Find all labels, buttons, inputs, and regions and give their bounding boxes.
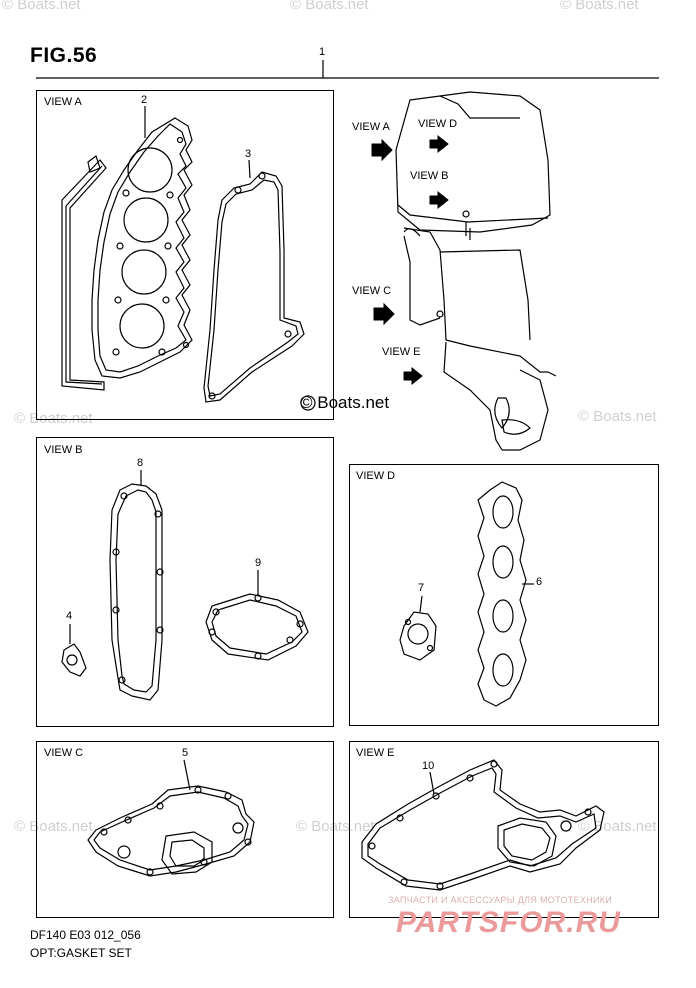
panel-view-a <box>36 90 334 420</box>
panel-view-c <box>36 741 334 918</box>
view-e-label: VIEW E <box>356 747 395 759</box>
callout-view-d: VIEW D <box>418 118 458 130</box>
view-a-label: VIEW A <box>44 96 82 108</box>
gasket-8-drawing <box>109 470 164 701</box>
callout-arrows <box>371 134 449 386</box>
gasket-4-drawing <box>61 624 87 677</box>
gasket-5-drawing <box>87 759 255 877</box>
figure-code: DF140 E03 012_056 <box>30 928 141 942</box>
gasket-9-drawing <box>205 570 309 661</box>
watermark: © Boats.net <box>560 0 639 13</box>
gasket-10-drawing <box>361 759 605 891</box>
assembly-ref-number: 1 <box>319 46 326 58</box>
callout-view-e: VIEW E <box>382 346 421 358</box>
gasket-6-drawing <box>477 481 534 707</box>
panel-view-b <box>36 437 334 727</box>
part-number-3: 3 <box>245 148 252 160</box>
gasket-7-drawing <box>399 595 437 661</box>
part-number-6: 6 <box>536 576 543 588</box>
watermark: © Boats.net <box>14 818 93 835</box>
part-number-9: 9 <box>255 557 262 569</box>
callout-view-a: VIEW A <box>352 121 390 133</box>
view-b-label: VIEW B <box>44 444 83 456</box>
figure-title: FIG.56 <box>30 44 98 67</box>
head-gasket-drawing <box>61 106 193 391</box>
view-d-label: VIEW D <box>356 470 396 482</box>
callout-view-b: VIEW B <box>410 170 449 182</box>
shop-logo: PARTSFOR.RU <box>396 906 621 939</box>
watermark: © Boats.net <box>2 0 81 13</box>
watermark: © Boats.net <box>290 0 369 13</box>
outboard-engine-drawing <box>395 91 557 451</box>
view-c-label: VIEW C <box>44 747 84 759</box>
part-number-10: 10 <box>422 760 435 772</box>
watermark: © Boats.net <box>578 818 657 835</box>
watermark: © Boats.net <box>578 408 657 425</box>
callout-view-c: VIEW C <box>352 285 392 297</box>
part-number-8: 8 <box>137 457 144 469</box>
panel-view-d <box>349 464 659 726</box>
gasket-3-drawing <box>203 159 305 403</box>
part-number-7: 7 <box>418 582 425 594</box>
watermark-main: © Boats.net <box>300 393 390 412</box>
part-number-2: 2 <box>141 94 148 106</box>
part-number-5: 5 <box>182 747 189 759</box>
panel-view-e <box>349 741 659 918</box>
watermark: © Boats.net <box>14 410 93 427</box>
part-number-4: 4 <box>66 610 73 622</box>
watermark: © Boats.net <box>296 818 375 835</box>
figure-caption: OPT:GASKET SET <box>30 946 132 960</box>
shop-subtitle: ЗАПЧАСТИ И АКСЕССУАРЫ ДЛЯ МОТОТЕХНИКИ <box>388 895 613 905</box>
